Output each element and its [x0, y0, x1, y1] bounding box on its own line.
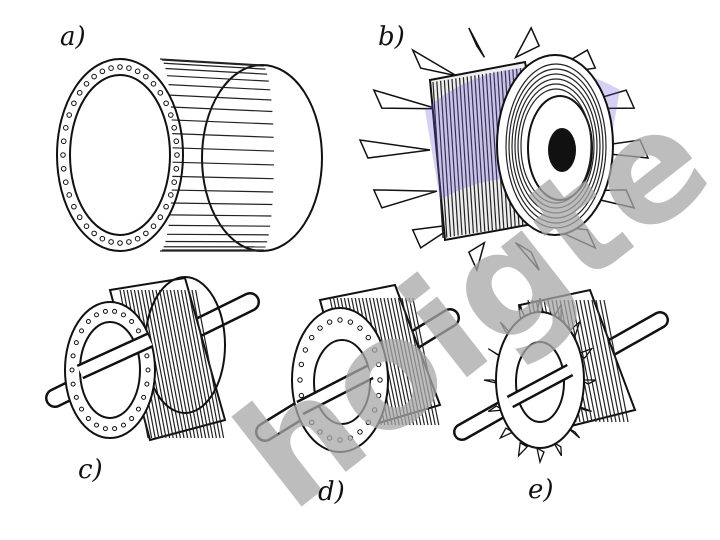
label-c: c) — [78, 455, 103, 485]
wound-rotor-figure — [45, 276, 260, 442]
label-a: a) — [60, 22, 86, 52]
label-d: d) — [318, 477, 345, 507]
salient-pole-rotor-figure — [358, 26, 650, 273]
label-b: b) — [378, 22, 405, 52]
squirrel-cage-rotor-figure — [56, 58, 323, 252]
claw-pole-rotor-figure — [453, 288, 669, 465]
label-e: e) — [528, 475, 554, 505]
slotted-rotor-figure — [255, 283, 460, 453]
